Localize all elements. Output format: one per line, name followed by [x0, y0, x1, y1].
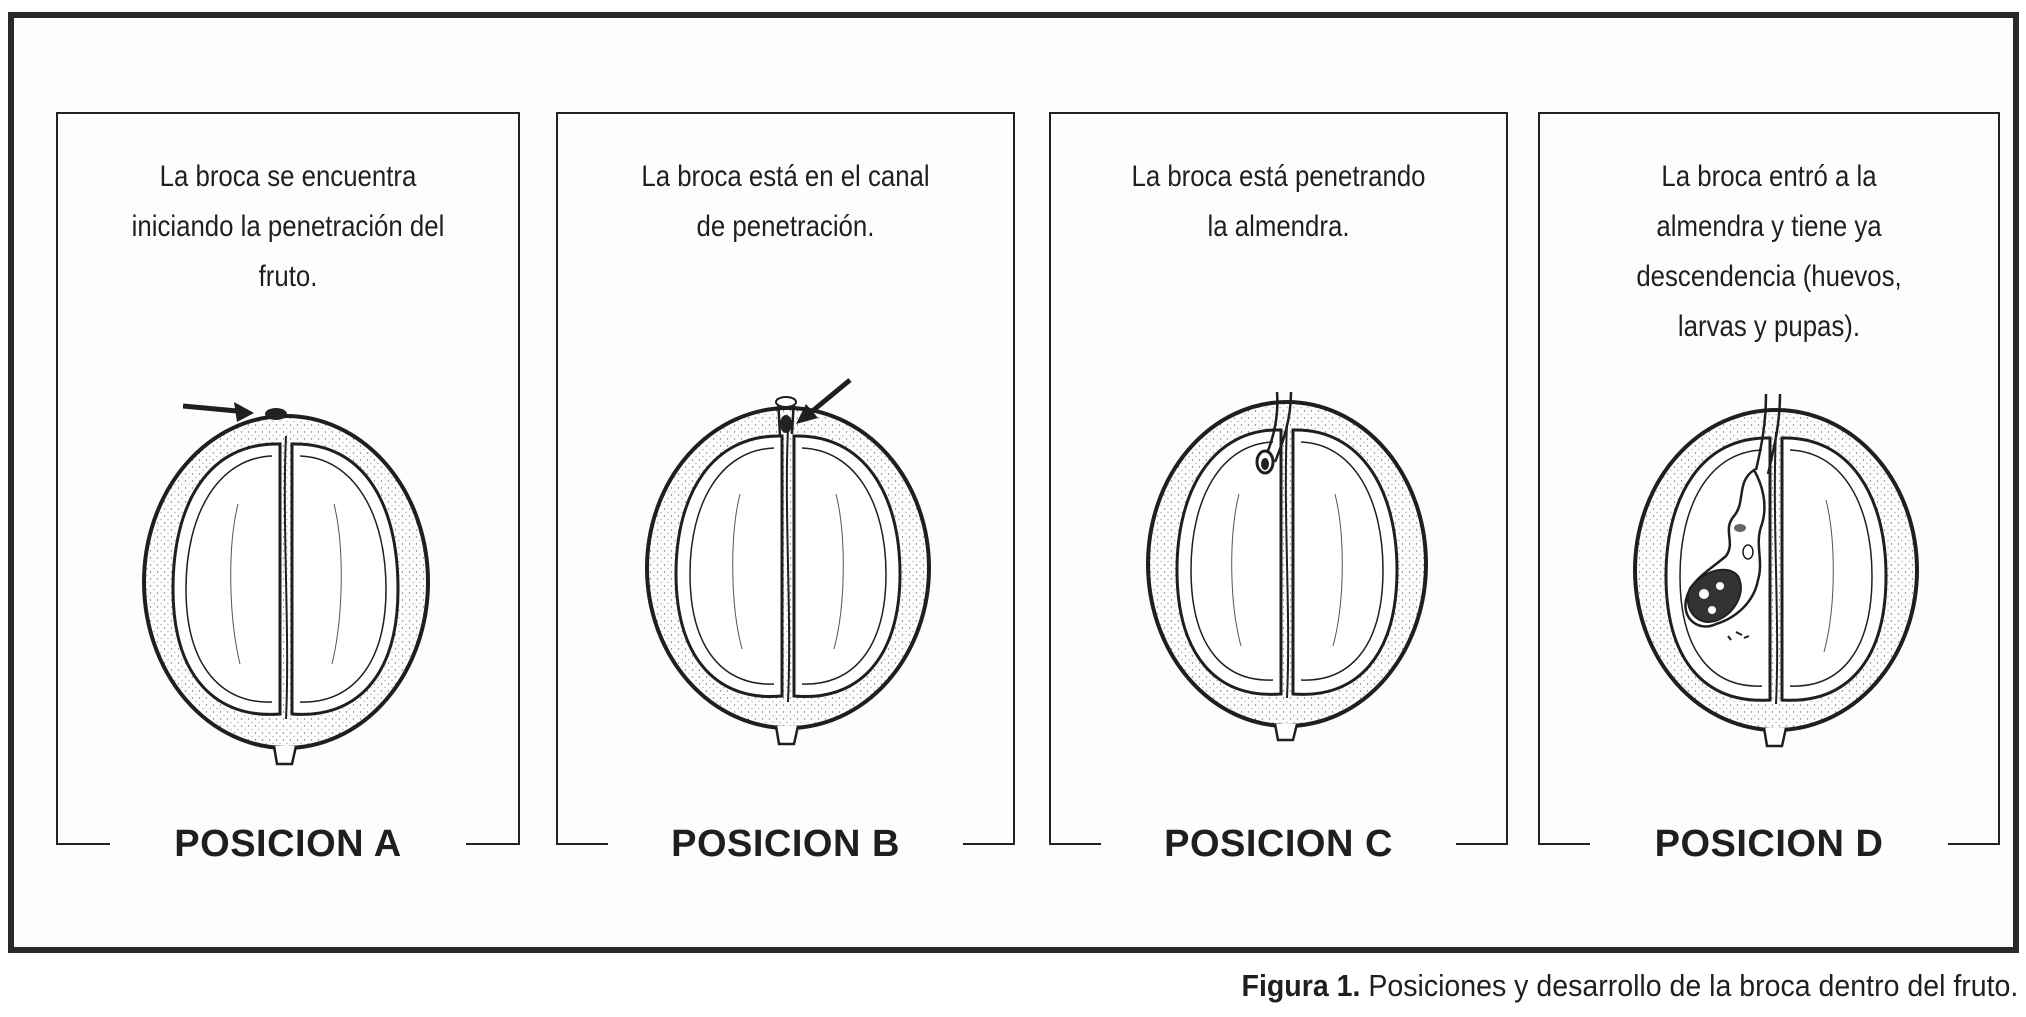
- center-groove: [785, 428, 791, 703]
- penetration-canal: [775, 396, 797, 437]
- fruit-stem: [1762, 727, 1788, 748]
- center-groove: [283, 435, 289, 720]
- coffee-fruit-cross-section: [1633, 393, 1919, 748]
- panel-label: POSICION A: [174, 823, 402, 865]
- description-line: La broca entró a la: [1661, 160, 1877, 193]
- panel-label: POSICION D: [1654, 823, 1884, 865]
- footer-rule: [1049, 843, 1101, 845]
- center-groove: [1773, 431, 1779, 705]
- footer-rule: [1538, 843, 1590, 845]
- description-line: larvas y pupas).: [1677, 310, 1861, 343]
- figure-caption: Figura 1. Posiciones y desarrollo de la …: [1241, 968, 2018, 1004]
- description-line: fruto.: [258, 260, 318, 293]
- left-bean: [1175, 428, 1283, 696]
- panel-footer: POSICION D: [1538, 823, 2000, 865]
- description-line: iniciando la penetración del: [131, 210, 445, 243]
- arrow-icon: [182, 402, 254, 422]
- description-line: descendencia (huevos,: [1636, 260, 1902, 293]
- panel-footer: POSICION A: [56, 823, 520, 865]
- description-line: la almendra.: [1207, 210, 1350, 243]
- panel-description: La broca está penetrando la almendra.: [1083, 152, 1474, 252]
- left-bean: [674, 434, 784, 699]
- footer-rule: [963, 843, 1015, 845]
- fruit-stem: [1273, 723, 1299, 742]
- footer-rule: [1456, 843, 1508, 845]
- beetle-icon: [780, 415, 792, 433]
- panel-position-b: La broca está en el canal de penetración…: [556, 112, 1015, 865]
- panel-label: POSICION B: [671, 823, 900, 865]
- beetle-icon: [1255, 449, 1275, 475]
- panel-position-c: La broca está penetrando la almendra.: [1049, 112, 1508, 865]
- coffee-fruit-cross-section: [645, 378, 931, 746]
- panel-footer: POSICION B: [556, 823, 1015, 865]
- footer-rule: [56, 843, 110, 845]
- left-bean: [171, 442, 282, 716]
- penetration-canal: [1754, 393, 1782, 475]
- right-bean: [290, 442, 400, 716]
- beetle-icon: [265, 408, 287, 420]
- brood-gallery: [1684, 468, 1766, 641]
- caption-text: Posiciones y desarrollo de la broca dent…: [1360, 968, 2018, 1003]
- description-line: de penetración.: [696, 210, 875, 243]
- right-bean: [1291, 428, 1399, 696]
- panel-position-d: La broca entró a la almendra y tiene ya …: [1538, 112, 2000, 865]
- description-line: La broca está en el canal: [641, 160, 930, 193]
- figure-frame: La broca se encuentra iniciando la penet…: [8, 12, 2019, 953]
- description-line: La broca se encuentra: [159, 160, 417, 193]
- right-bean: [1780, 436, 1888, 702]
- panel-description: La broca se encuentra iniciando la penet…: [90, 152, 486, 302]
- fruit-stem: [774, 725, 800, 746]
- panel-position-a: La broca se encuentra iniciando la penet…: [56, 112, 520, 865]
- fruit-stem: [272, 745, 298, 766]
- coffee-fruit-cross-section: [1146, 391, 1428, 742]
- panel-footer: POSICION C: [1049, 823, 1508, 865]
- panel-description: La broca está en el canal de penetración…: [590, 152, 981, 252]
- panel-label: POSICION C: [1164, 823, 1393, 865]
- caption-prefix: Figura 1.: [1241, 968, 1361, 1003]
- description-line: almendra y tiene ya: [1656, 210, 1882, 243]
- coffee-fruit-cross-section: [142, 402, 430, 766]
- panel-description: La broca entró a la almendra y tiene ya …: [1572, 152, 1966, 352]
- footer-rule: [1948, 843, 2000, 845]
- footer-rule: [466, 843, 520, 845]
- right-bean: [792, 434, 902, 699]
- arrow-icon: [796, 378, 852, 424]
- center-groove: [1284, 423, 1290, 699]
- description-line: La broca está penetrando: [1131, 160, 1426, 193]
- footer-rule: [556, 843, 608, 845]
